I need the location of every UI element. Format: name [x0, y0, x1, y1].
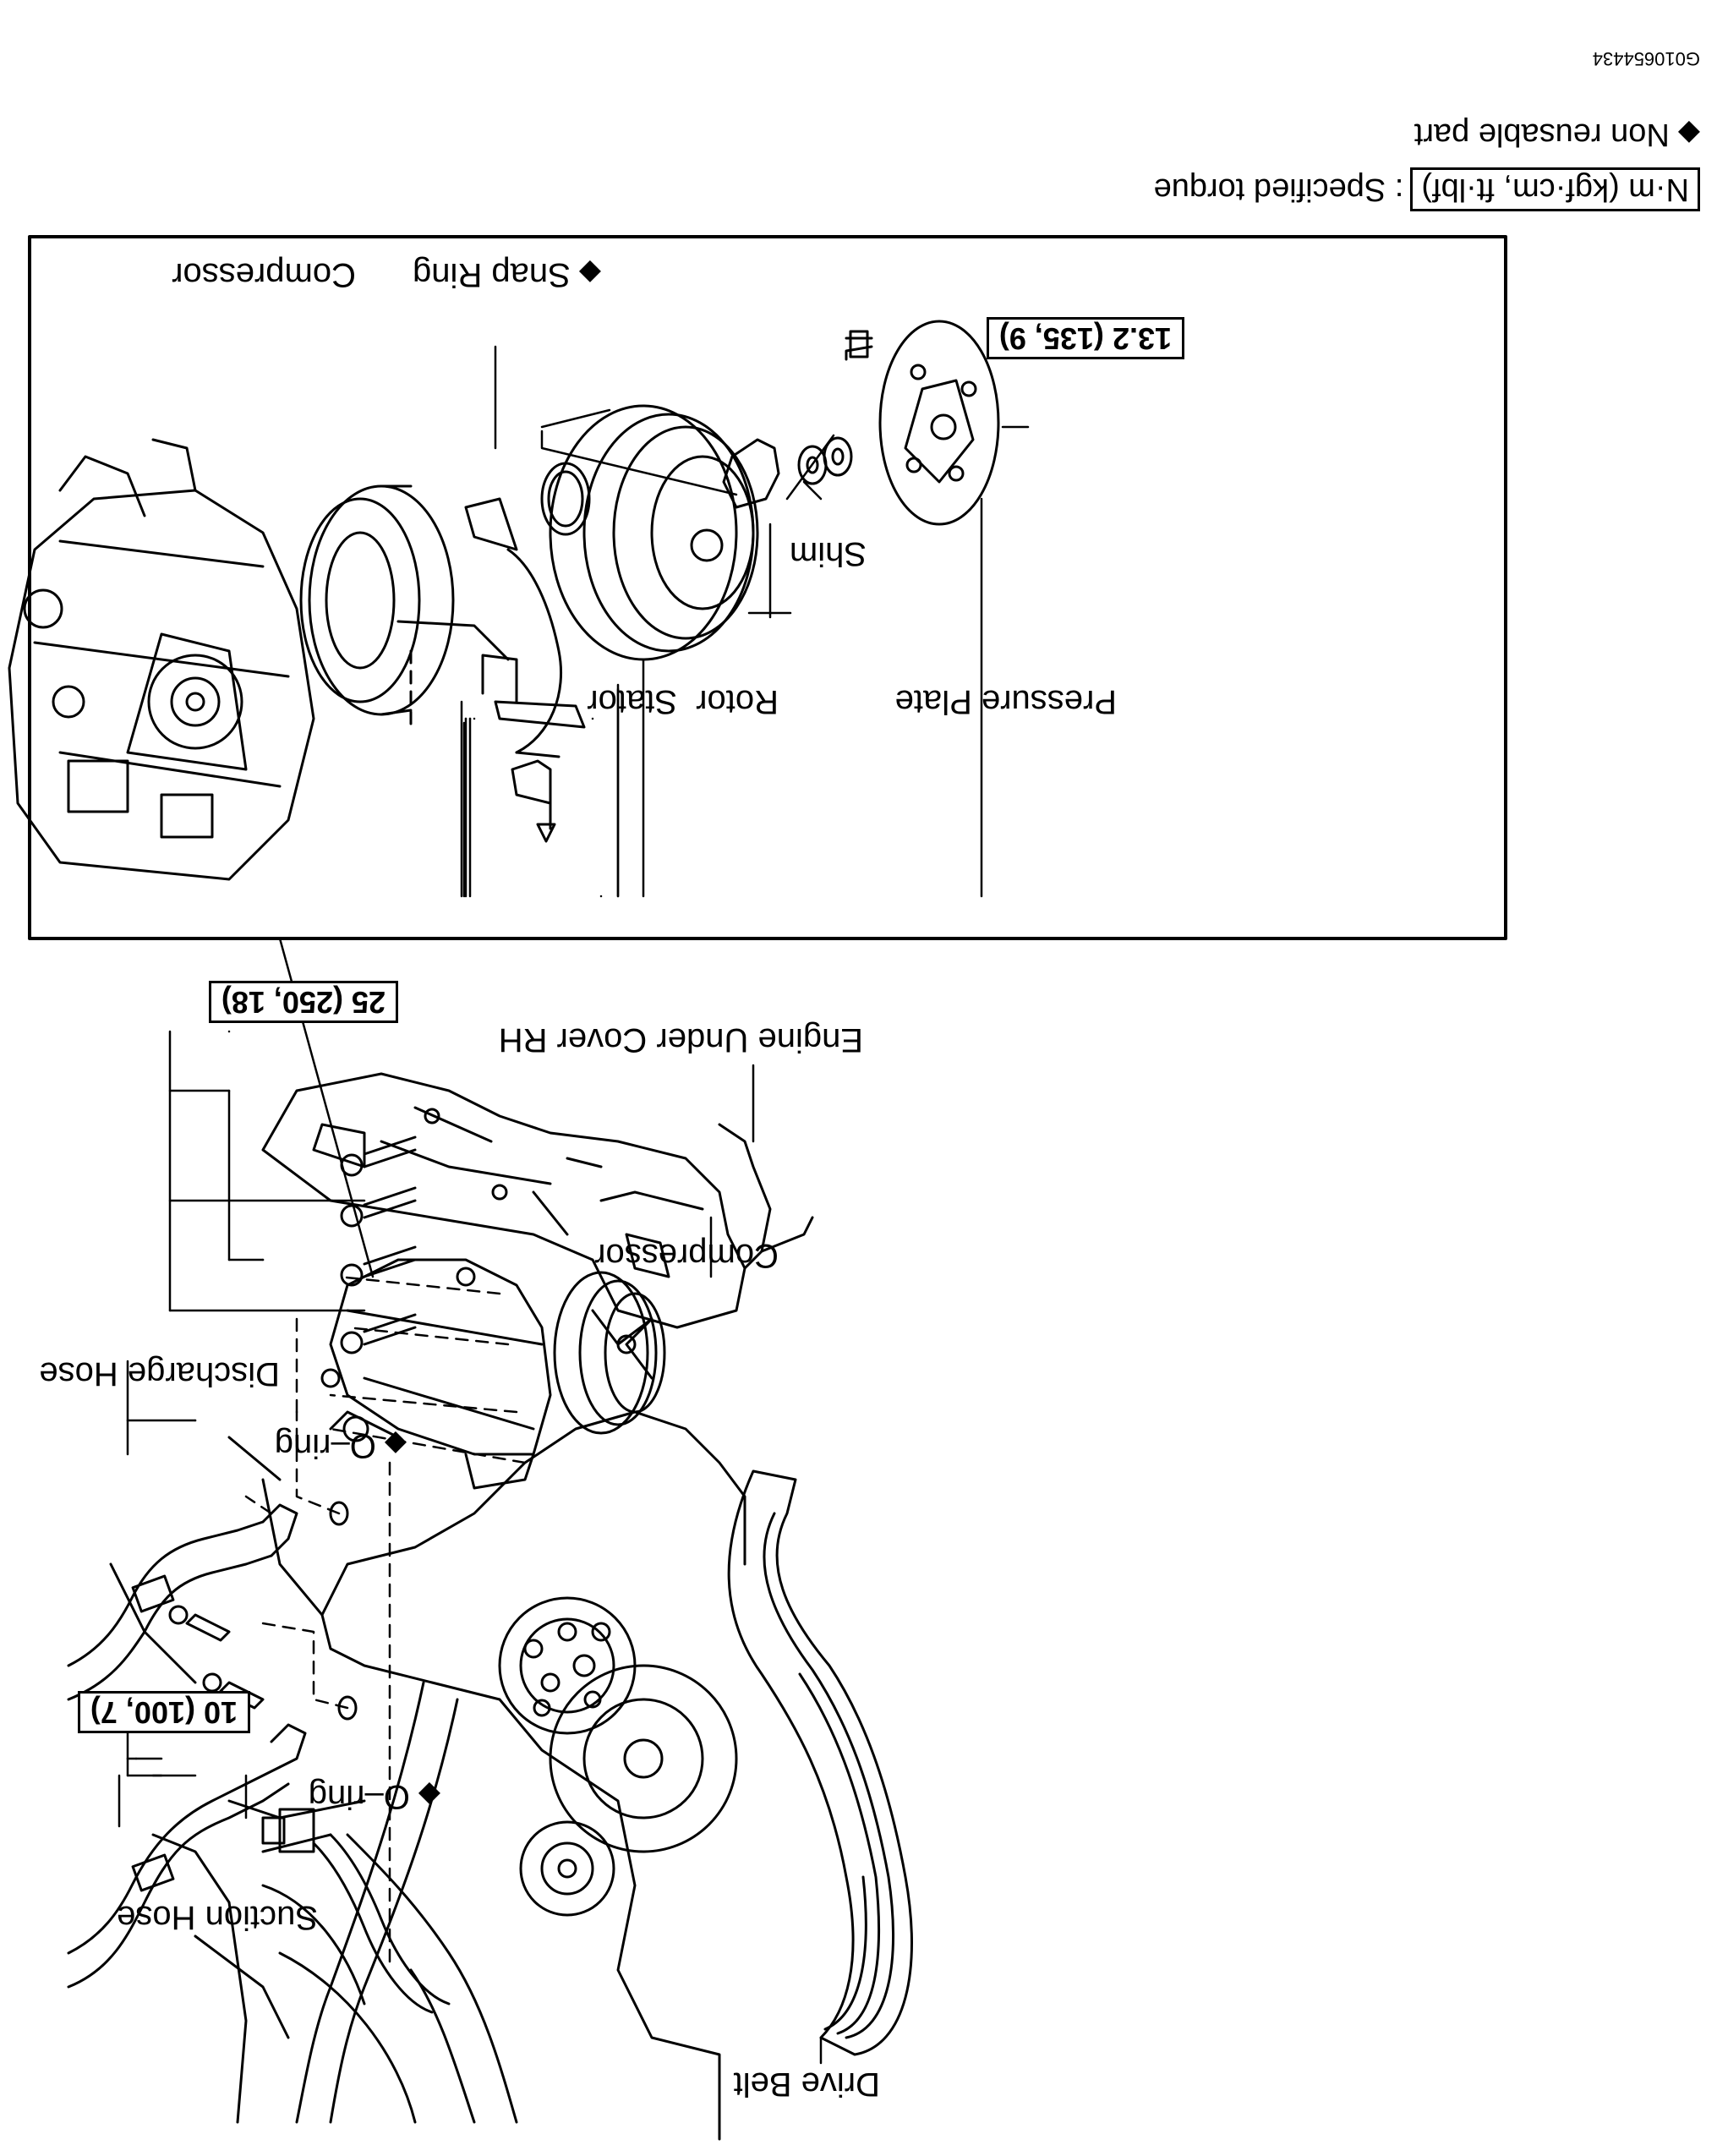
label-o-ring-lower: ◆O–ring: [308, 1778, 440, 1815]
label-snap-ring: ◆Snap Ring: [413, 256, 601, 293]
label-engine-under-cover: Engine Under Cover RH: [498, 1021, 863, 1059]
diamond-icon: ◆: [384, 1428, 407, 1460]
main-compressor-drawing: [320, 1258, 666, 1490]
detail-stator-drawing: [299, 484, 455, 716]
harness-drawing: [261, 1808, 451, 2014]
diamond-icon: ◆: [578, 257, 601, 289]
label-compressor-detail: Compressor: [172, 256, 356, 293]
under-cover-drawing: [261, 1072, 814, 1329]
detail-compressor-drawing: [8, 438, 315, 881]
torque-hose-bolts: 10 (100, 7): [77, 1691, 250, 1733]
detail-snap-ring-drawing: [540, 462, 591, 536]
label-stator: Stator: [587, 683, 677, 720]
label-o-ring-upper: ◆O–ring: [274, 1427, 407, 1464]
label-drive-belt: Drive Belt: [733, 2066, 880, 2103]
hoses-drawing: [67, 1503, 307, 1989]
legend-non-reusable: ◆Non reusable part: [1414, 117, 1700, 152]
drive-belt-drawing: [727, 1469, 913, 2056]
compressor-bolts-drawing: [340, 1135, 417, 1354]
legend-torque: N·m (kgf·cm, ft·lbf): Specified torque: [1154, 167, 1700, 211]
torque-compressor-bolts: 25 (250, 18): [208, 981, 398, 1023]
engine-drawing: [109, 1410, 746, 2141]
label-rotor: Rotor: [696, 683, 779, 720]
label-pressure-plate: Pressure Plate: [894, 683, 1117, 720]
torque-pressure-plate-bolt: 13.2 (135, 9): [986, 317, 1184, 359]
legend-torque-box: N·m (kgf·cm, ft·lbf): [1410, 167, 1700, 211]
assembly-dashed-lines: [244, 1275, 527, 1972]
figure-code: G010654434: [1592, 48, 1700, 69]
label-compressor-main: Compressor: [594, 1237, 779, 1274]
detail-pressure-plate-drawing: [878, 320, 1000, 526]
diamond-icon: ◆: [418, 1779, 440, 1811]
detail-frame: [28, 235, 1507, 940]
diamond-icon: ◆: [1677, 118, 1700, 150]
legend-torque-text: : Specified torque: [1153, 172, 1404, 207]
detail-bracket-drawing: [396, 497, 586, 843]
detail-rotor-drawing: [549, 404, 759, 661]
detail-bolt-drawing: [845, 330, 873, 361]
label-suction-hose: Suction Hose: [117, 1899, 318, 1936]
detail-leaders: [460, 345, 1030, 898]
main-leaders: [118, 1030, 366, 1828]
o-rings-drawing: [329, 1501, 358, 1721]
label-discharge-hose: Discharge Hose: [39, 1355, 280, 1393]
legend-non-reusable-text: Non reusable part: [1414, 117, 1670, 152]
label-shim: Shim: [789, 535, 867, 572]
detail-shim-drawing: [722, 436, 853, 509]
